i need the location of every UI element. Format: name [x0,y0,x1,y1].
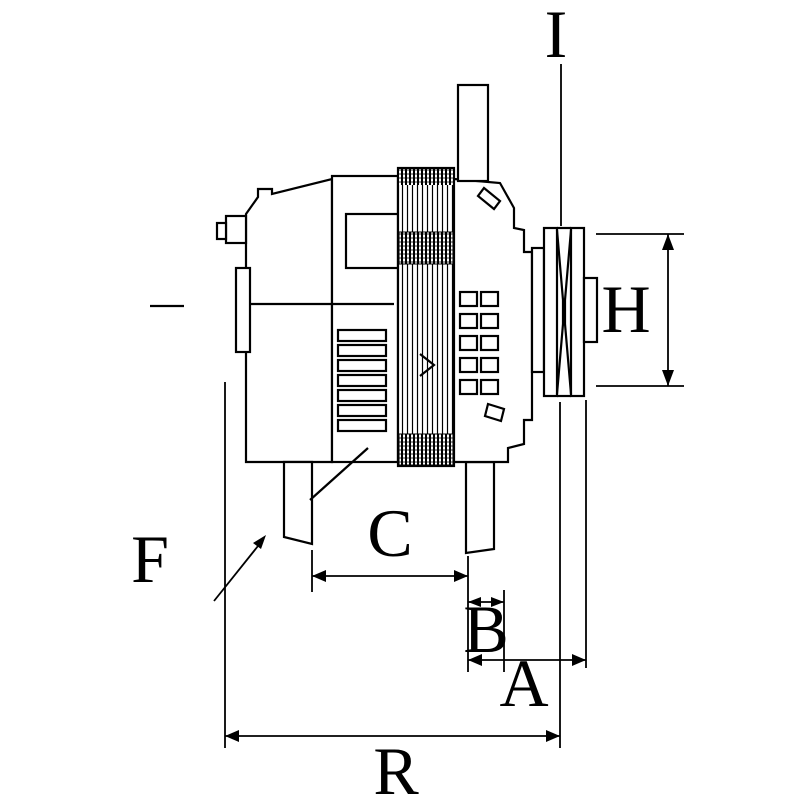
rear-housing [244,177,334,464]
mounting-foot-left [282,460,314,546]
front-vent-slots [458,290,500,396]
dim-R: R [225,730,560,800]
terminal-block [224,214,248,245]
dim-label-H: H [601,271,650,347]
dim-C: C [312,495,468,582]
stator-band [396,166,456,468]
terminal-stud [215,221,228,241]
pulley [530,226,599,398]
pulley-flange-left [542,226,559,398]
stator-winding-bottom [398,433,454,466]
dim-label-A: A [499,645,548,721]
shaft-nut [582,276,599,344]
stator-winding-top [399,169,453,185]
dim-label-F: F [131,521,169,597]
chevron-mark [419,353,436,377]
housing-tab [483,402,506,423]
alternator-body [215,83,599,555]
lug-slot [476,186,502,211]
rectifier-box [344,212,400,270]
pulley-groove [555,229,565,395]
dim-H: H [596,233,684,387]
dim-label-B: B [463,591,508,667]
pulley-hub [530,246,546,374]
foot-brace-line [309,447,369,501]
dim-label-C: C [367,495,412,571]
extension-lines [224,382,587,748]
stator-winding-mid [398,231,454,265]
mounting-foot-right [464,460,496,555]
dim-label-I: I [545,0,568,72]
dimensions: I H F C [131,0,684,800]
dim-label-R: R [373,733,419,800]
dim-A: A [468,645,586,721]
dim-F: F [131,521,266,602]
cooling-slots [336,328,388,433]
rear-housing-boss [234,266,252,354]
pulley-flange-right [569,226,586,398]
mounting-lug-top [456,83,490,183]
dim-B: B [463,591,508,667]
